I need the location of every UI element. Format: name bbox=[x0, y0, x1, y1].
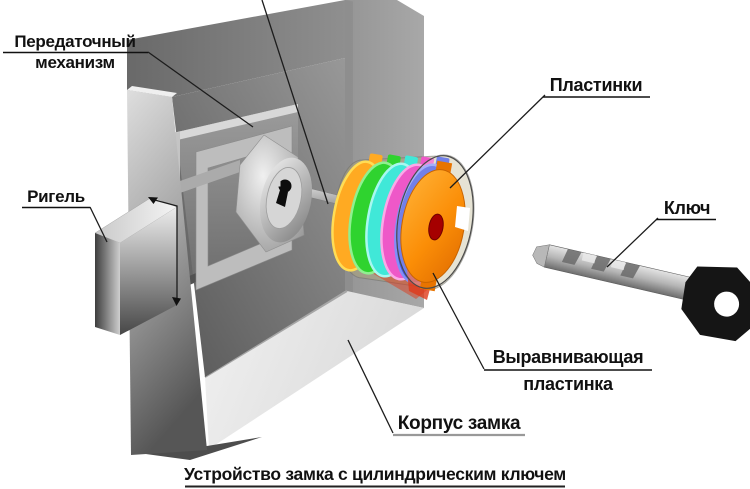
cylinder-front-rim bbox=[396, 155, 474, 289]
plates-cylinder bbox=[331, 153, 475, 300]
bolt-front-face bbox=[95, 233, 120, 335]
label-lock-body: Корпус замка bbox=[398, 413, 521, 434]
label-key: Ключ bbox=[664, 198, 710, 218]
label-bolt: Ригель bbox=[27, 187, 85, 206]
lock-body-top-face bbox=[127, 0, 345, 97]
bolt-travel-arrow bbox=[148, 197, 181, 306]
key-notch bbox=[620, 262, 641, 279]
label-aligning-plate-2: пластинка bbox=[523, 374, 614, 394]
lock-body-front-face bbox=[172, 58, 345, 377]
keyhole-oval bbox=[428, 213, 444, 241]
leader-lock-body bbox=[347, 339, 394, 434]
floor-ridge bbox=[204, 290, 348, 378]
label-transfer-mechanism: Передаточный bbox=[14, 32, 135, 51]
key-notch bbox=[591, 255, 611, 272]
key bbox=[532, 244, 750, 342]
key-head-hole bbox=[714, 291, 740, 317]
key-tip bbox=[532, 244, 550, 268]
leader-aligning-plate bbox=[432, 272, 485, 370]
bolt bbox=[94, 196, 178, 335]
recess-top-edge bbox=[173, 104, 298, 141]
leader-bolt bbox=[89, 206, 108, 243]
label-aligning-plate: Выравнивающая bbox=[493, 347, 644, 367]
labels: Передаточный механизм Пластинки Ригель К… bbox=[3, 32, 716, 488]
lock-body-floor bbox=[205, 291, 424, 449]
transfer-mechanism bbox=[160, 125, 371, 291]
leader-plates bbox=[449, 94, 546, 189]
leader-top-cutoff bbox=[261, 0, 329, 205]
faceplate-top-edge bbox=[127, 86, 177, 97]
front-disc-notch bbox=[455, 206, 470, 231]
label-transfer-mechanism-2: механизм bbox=[35, 53, 115, 72]
diagram-caption: Устройство замка с цилиндрическим ключем bbox=[184, 464, 566, 484]
key-shaft-highlight bbox=[610, 259, 626, 271]
key-shaft-highlight bbox=[581, 252, 597, 264]
bolt-side-face bbox=[120, 207, 177, 335]
leader-transfer-mechanism bbox=[147, 51, 254, 128]
leader-key bbox=[606, 217, 659, 268]
key-notch bbox=[561, 249, 582, 265]
keyhole-icon bbox=[275, 179, 292, 207]
label-plates: Пластинки bbox=[550, 75, 643, 95]
